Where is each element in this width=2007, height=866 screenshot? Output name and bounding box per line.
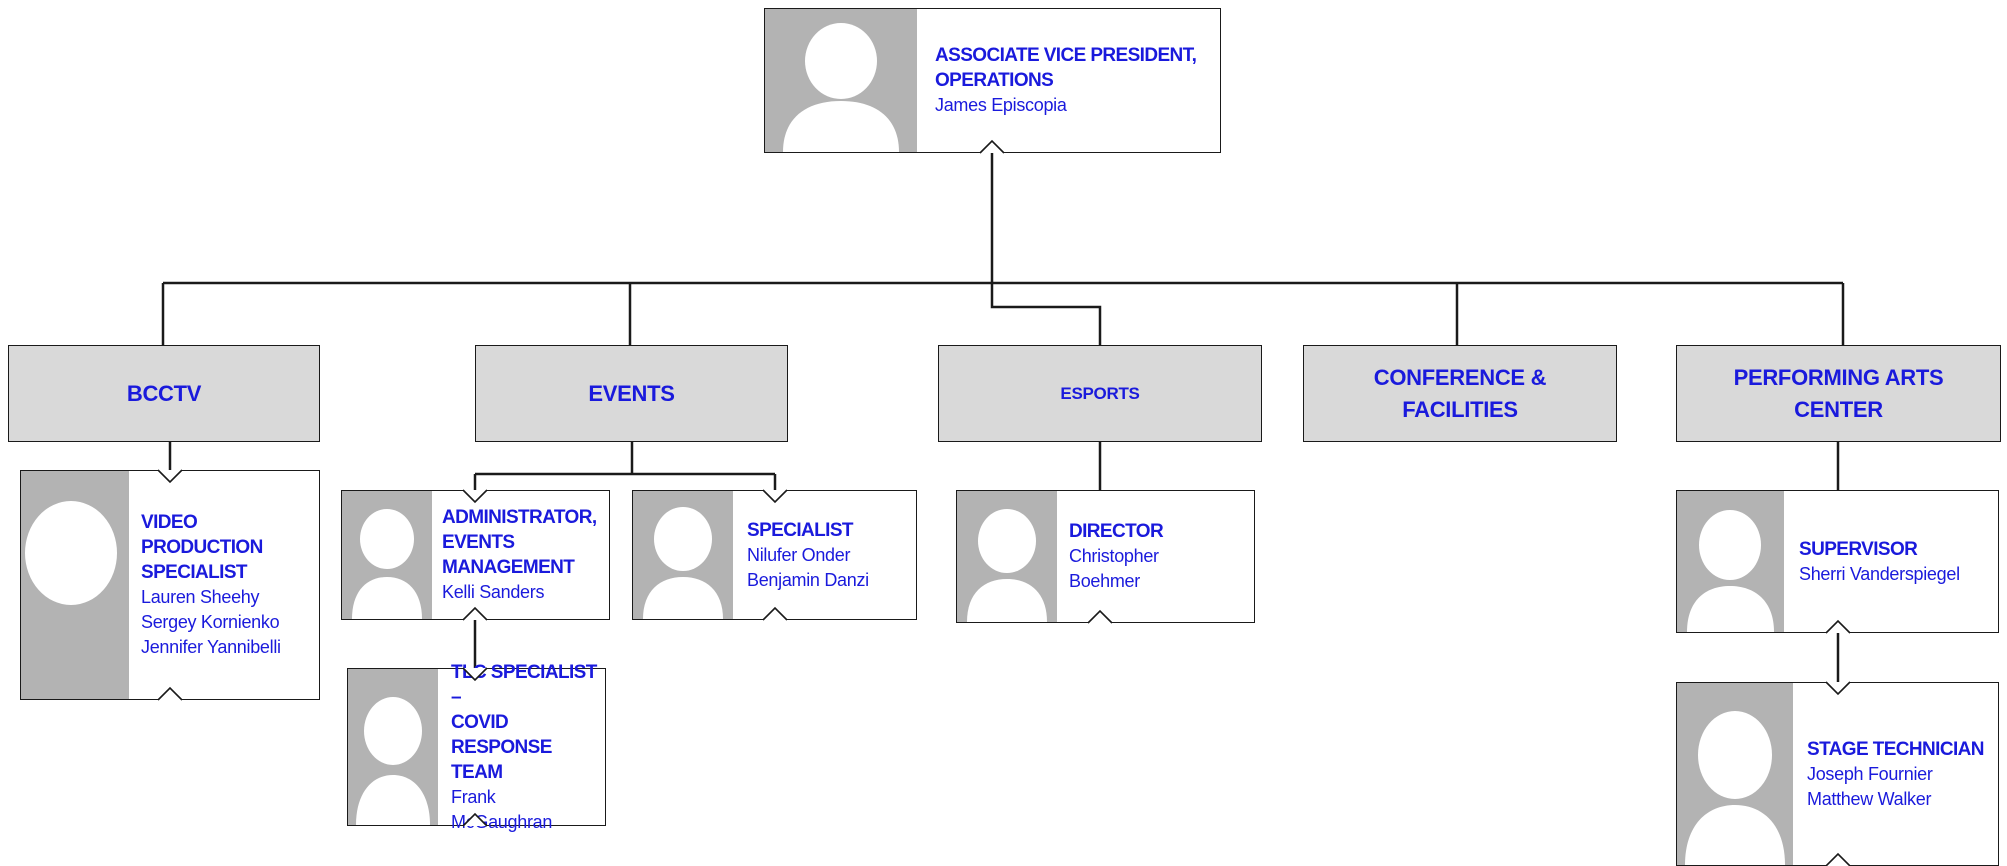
person-name: James Episcopia <box>935 95 1067 115</box>
position-title: SPECIALIST <box>747 519 854 541</box>
dept-label: EVENTS <box>588 380 675 406</box>
card-text: VIDEO PRODUCTION SPECIALIST Lauren Sheeh… <box>141 471 315 699</box>
person-name: Nilufer Onder <box>747 544 851 565</box>
person-name: Kelli Sanders <box>442 582 545 602</box>
person-name: Jennifer Yannibelli <box>141 637 281 657</box>
pac-supervisor-card: SUPERVISOR Sherri Vanderspiegel <box>1676 490 1999 633</box>
person-name: Christopher <box>1069 546 1159 566</box>
card-text: SPECIALIST Nilufer Onder Benjamin Danzi <box>747 491 914 619</box>
card-text: SUPERVISOR Sherri Vanderspiegel <box>1799 491 1996 632</box>
position-title: STAGE TECHNICIAN <box>1807 738 1984 760</box>
card-text: DIRECTOR Christopher Boehmer <box>1069 491 1252 622</box>
person-names: Joseph Fournier Matthew Walker <box>1807 762 1996 812</box>
person-silhouette-icon <box>356 697 430 825</box>
card-text: TLC SPECIALIST – COVID RESPONSE TEAM Fra… <box>451 662 605 832</box>
person-names: Lauren Sheehy Sergey Kornienko Jennifer … <box>141 585 315 660</box>
avatar-placeholder <box>1677 683 1793 865</box>
dept-label: BCCTV <box>126 380 202 406</box>
video-production-specialist-card: VIDEO PRODUCTION SPECIALIST Lauren Sheeh… <box>20 470 320 700</box>
avatar-placeholder <box>765 9 917 152</box>
avatar-placeholder <box>348 669 438 825</box>
person-silhouette-icon <box>967 509 1047 622</box>
position-title: VIDEO PRODUCTION SPECIALIST <box>141 512 263 583</box>
person-name: Benjamin Danzi <box>747 569 869 590</box>
person-silhouette-icon <box>1687 510 1774 632</box>
avp-text: ASSOCIATE VICE PRESIDENT, OPERATIONS Jam… <box>935 9 1216 152</box>
card-text: ADMINISTRATOR, EVENTS MANAGEMENT Kelli S… <box>442 491 607 619</box>
person-names: Christopher Boehmer <box>1069 544 1252 594</box>
dept-label: ESPORTS <box>1060 383 1140 403</box>
dept-esports: ESPORTS <box>938 345 1262 442</box>
person-silhouette-icon <box>783 23 899 152</box>
person-silhouette-icon <box>352 509 422 619</box>
person-silhouette-icon <box>643 507 723 619</box>
events-specialist-card: SPECIALIST Nilufer Onder Benjamin Danzi <box>632 490 917 620</box>
person-names: Frank McGaughran <box>451 785 605 835</box>
person-name: Joseph Fournier <box>1807 763 1933 784</box>
avatar-placeholder <box>1677 491 1784 632</box>
avatar-placeholder <box>342 491 432 619</box>
person-name: Boehmer <box>1069 571 1140 591</box>
avatar-placeholder <box>957 491 1057 622</box>
person-names: Sherri Vanderspiegel <box>1799 562 1996 587</box>
dept-performing-arts-center: PERFORMING ARTS CENTER <box>1676 345 2001 442</box>
position-title: DIRECTOR <box>1069 521 1164 542</box>
dept-label: PERFORMING ARTS CENTER <box>1733 364 1944 422</box>
stage-technician-card: STAGE TECHNICIAN Joseph Fournier Matthew… <box>1676 682 1999 866</box>
avatar-placeholder <box>633 491 733 619</box>
dept-label: CONFERENCE & FACILITIES <box>1373 364 1547 422</box>
avp-operations-card: ASSOCIATE VICE PRESIDENT, OPERATIONS Jam… <box>764 8 1221 153</box>
person-name: Matthew Walker <box>1807 788 1932 809</box>
position-title: SUPERVISOR <box>1799 538 1918 560</box>
person-silhouette-icon <box>1685 711 1785 865</box>
dept-conference-facilities: CONFERENCE & FACILITIES <box>1303 345 1617 442</box>
esports-director-card: DIRECTOR Christopher Boehmer <box>956 490 1255 623</box>
card-text: STAGE TECHNICIAN Joseph Fournier Matthew… <box>1807 683 1996 865</box>
person-names: Kelli Sanders <box>442 580 607 605</box>
events-administrator-card: ADMINISTRATOR, EVENTS MANAGEMENT Kelli S… <box>341 490 610 620</box>
person-names: Nilufer Onder Benjamin Danzi <box>747 543 914 593</box>
dept-bcctv: BCCTV <box>8 345 320 442</box>
dept-events: EVENTS <box>475 345 788 442</box>
person-name: McGaughran <box>451 811 553 832</box>
position-title: ASSOCIATE VICE PRESIDENT, OPERATIONS <box>935 45 1197 91</box>
position-title: TLC SPECIALIST – COVID RESPONSE TEAM <box>451 661 597 783</box>
person-name: Frank <box>451 786 496 807</box>
person-silhouette-icon <box>25 501 117 605</box>
person-name: Sergey Kornienko <box>141 612 280 632</box>
tlc-specialist-card: TLC SPECIALIST – COVID RESPONSE TEAM Fra… <box>347 662 606 832</box>
person-name: Lauren Sheehy <box>141 587 260 607</box>
position-title: ADMINISTRATOR, EVENTS MANAGEMENT <box>442 507 597 578</box>
person-name: Sherri Vanderspiegel <box>1799 563 1960 584</box>
avatar-placeholder <box>21 471 129 699</box>
